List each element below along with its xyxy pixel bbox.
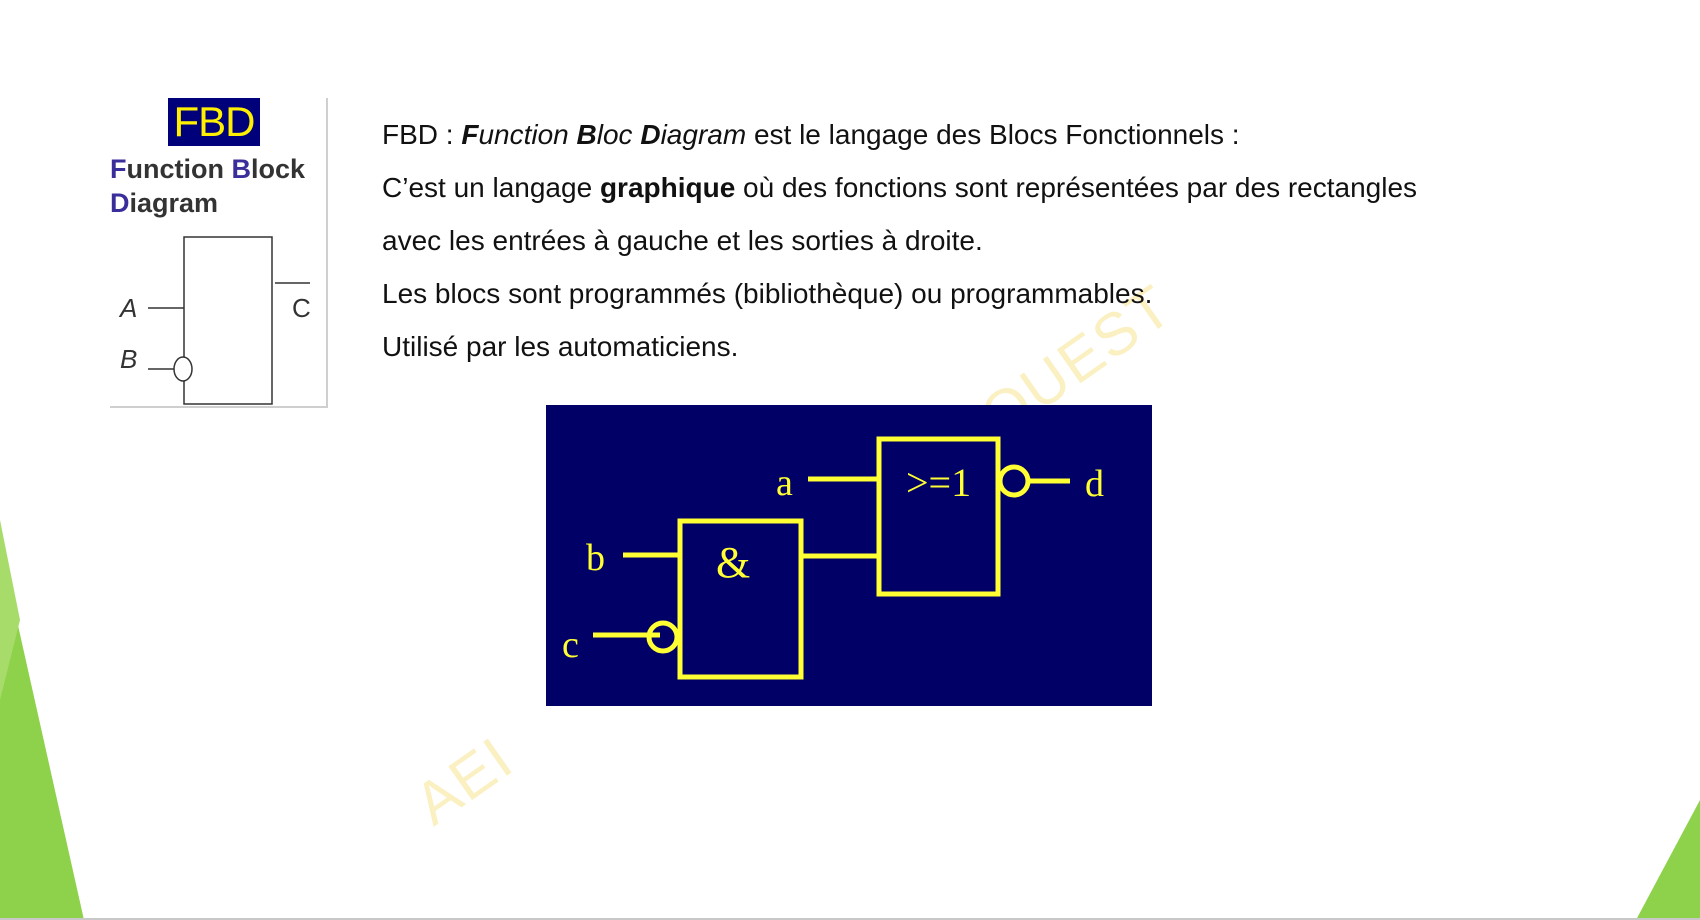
and-block <box>677 518 804 680</box>
line-5: Utilisé par les automaticiens. <box>382 331 739 362</box>
line-2: C’est un langage graphique où des foncti… <box>382 172 1418 203</box>
and-symbol: & <box>716 538 750 587</box>
line-1: FBD : Function Bloc Diagram est le langa… <box>382 119 1240 150</box>
mini-block-rect <box>183 236 273 405</box>
label-d: d <box>1085 463 1104 505</box>
fbd-badge: FBD <box>168 98 260 146</box>
label-c: c <box>562 624 579 666</box>
negation-circle-d <box>997 464 1031 498</box>
label-b: b <box>586 537 605 579</box>
mini-label-b: B <box>120 344 137 374</box>
description-text: FBD : Function Bloc Diagram est le langa… <box>382 108 1622 373</box>
green-corner-left <box>0 520 84 920</box>
logic-diagram: a b c d & >=1 <box>546 405 1152 706</box>
watermark-aei: AEI <box>402 723 526 838</box>
label-a: a <box>776 462 793 504</box>
mini-block-diagram: A B C <box>118 236 311 405</box>
line-3: avec les entrées à gauche et les sorties… <box>382 225 983 256</box>
or-block <box>876 436 1001 597</box>
fbd-title: Function Block Diagram <box>110 154 306 218</box>
mini-label-a: A <box>118 293 137 323</box>
slide-bottom-border <box>0 918 1700 920</box>
line-4: Les blocs sont programmés (bibliothèque)… <box>382 278 1153 309</box>
mini-label-c: C <box>292 293 311 323</box>
green-corner-right <box>1636 800 1700 920</box>
negation-circle-c <box>646 620 680 654</box>
fbd-logo-panel: FBD Function Block Diagram A B C <box>110 98 328 408</box>
logic-diagram-svg: a b c d & >=1 <box>562 436 1104 680</box>
mini-negation-circle <box>173 356 193 382</box>
or-symbol: >=1 <box>906 460 971 505</box>
